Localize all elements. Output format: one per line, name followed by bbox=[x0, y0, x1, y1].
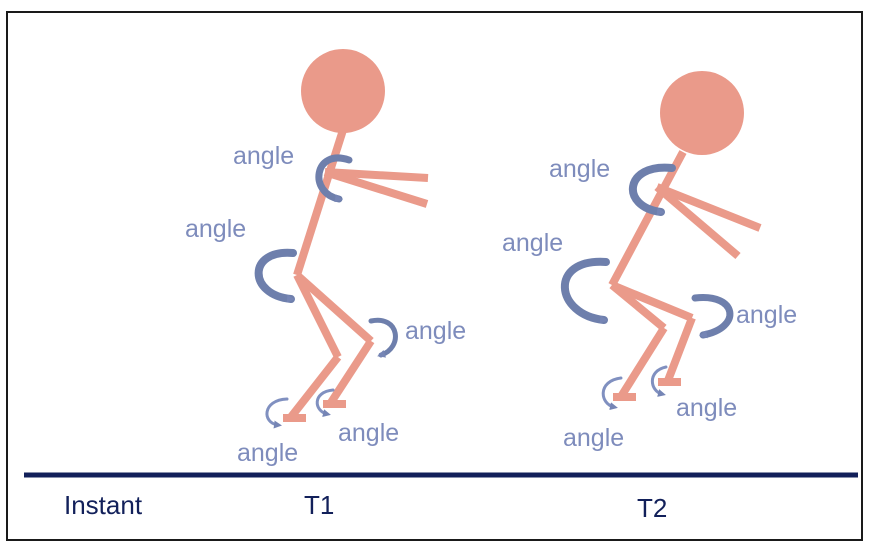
curved-arrow-icon bbox=[560, 257, 610, 324]
arm-lower-t1 bbox=[323, 168, 429, 208]
angle-label-t2-ankle-front: angle bbox=[676, 394, 737, 422]
angle-label-t2-shoulder: angle bbox=[549, 155, 610, 183]
curved-arrow-icon bbox=[265, 397, 289, 429]
curved-arrow-icon bbox=[315, 154, 353, 203]
angle-label-t1-ankle-front: angle bbox=[338, 419, 399, 447]
angle-label-t2-knee: angle bbox=[736, 301, 797, 329]
angle-labels-t2: angle angle angle angle angle bbox=[502, 155, 797, 452]
curved-arrow-icon bbox=[254, 248, 297, 303]
head-t2 bbox=[660, 71, 744, 155]
t2-label: T2 bbox=[637, 493, 667, 523]
curved-arrow-icon bbox=[629, 163, 676, 216]
arm-lower-t2 bbox=[654, 183, 741, 260]
thigh-back-t1 bbox=[293, 273, 342, 359]
shin-back-t2 bbox=[618, 325, 668, 398]
angle-label-t2-ankle-back: angle bbox=[563, 424, 624, 452]
thigh-front-t2 bbox=[610, 281, 694, 322]
curved-arrow-icon bbox=[315, 388, 335, 417]
arm-upper-t2 bbox=[655, 183, 762, 232]
angle-label-t2-hip: angle bbox=[502, 229, 563, 257]
shin-back-t1 bbox=[287, 354, 342, 420]
spine-t1 bbox=[293, 128, 347, 277]
shin-front-t1 bbox=[326, 338, 375, 407]
angle-label-t1-hip: angle bbox=[185, 215, 246, 243]
thigh-front-t1 bbox=[294, 272, 374, 344]
t1-label: T1 bbox=[304, 490, 334, 520]
angle-label-t1-shoulder: angle bbox=[233, 142, 294, 170]
head-t1 bbox=[301, 49, 385, 133]
arrows-t1 bbox=[254, 154, 398, 429]
angle-labels-t1: angle angle angle angle angle bbox=[185, 142, 466, 467]
curved-arrow-icon bbox=[368, 317, 398, 358]
arrows-t2 bbox=[560, 163, 734, 411]
instant-label: Instant bbox=[64, 490, 143, 520]
curved-arrow-icon bbox=[691, 294, 734, 339]
figure-t1 bbox=[283, 49, 429, 422]
curved-arrow-icon bbox=[650, 365, 668, 397]
spine-t2 bbox=[608, 150, 687, 287]
shin-front-t2 bbox=[663, 316, 696, 385]
angle-label-t1-knee: angle bbox=[405, 317, 466, 345]
arm-upper-t1 bbox=[324, 168, 429, 182]
angle-label-t1-ankle-back: angle bbox=[237, 439, 298, 467]
figure-t2 bbox=[608, 71, 762, 401]
curved-arrow-icon bbox=[601, 376, 623, 411]
